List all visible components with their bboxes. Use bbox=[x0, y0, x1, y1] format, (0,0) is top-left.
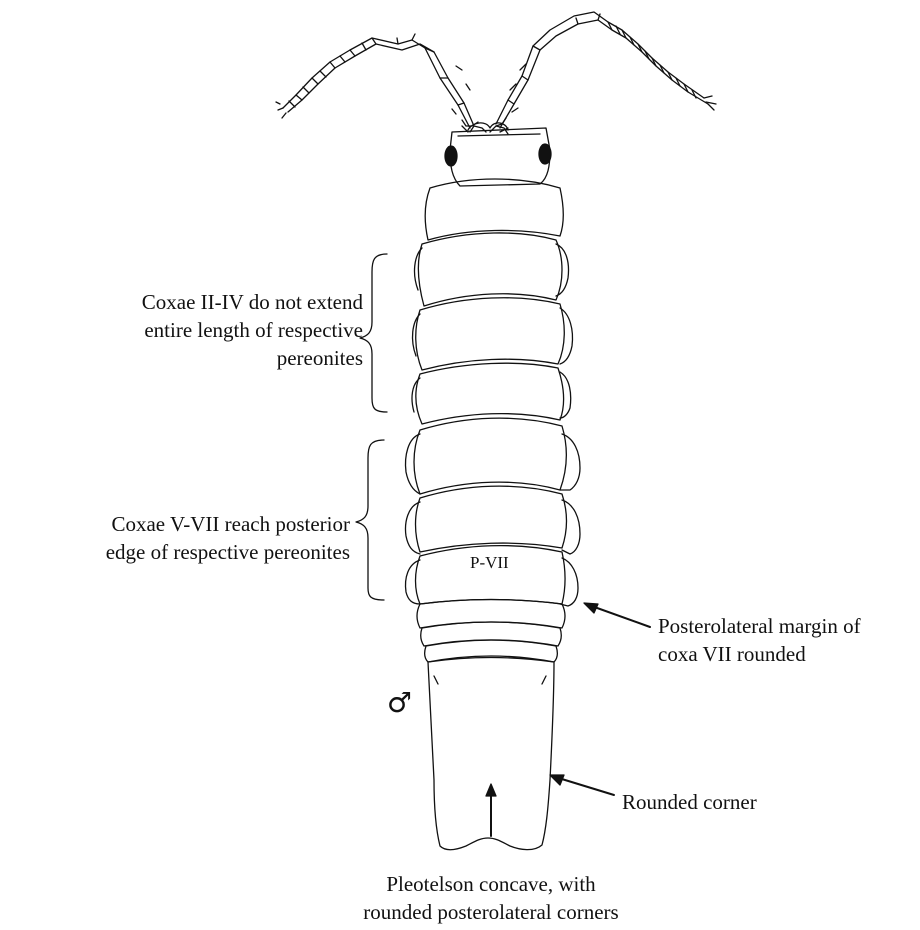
label-coxae-ii-iv-line-1: Coxae II-IV do not extend bbox=[18, 288, 363, 316]
pereonite-2 bbox=[415, 233, 569, 306]
pereonite-1 bbox=[425, 179, 563, 240]
pereonite-4 bbox=[412, 363, 571, 424]
bracket-coxae-ii-iv bbox=[360, 254, 387, 412]
label-coxa-vii-line-1: Posterolateral margin of bbox=[658, 612, 920, 640]
label-coxae-ii-iv-line-2: entire length of respective bbox=[18, 316, 363, 344]
segment-label-p-vii: P-VII bbox=[470, 553, 509, 573]
label-coxae-v-vii: Coxae V-VII reach posterior edge of resp… bbox=[10, 510, 350, 566]
pleonites bbox=[417, 600, 565, 663]
pereonite-6 bbox=[406, 486, 580, 554]
label-coxae-ii-iv: Coxae II-IV do not extend entire length … bbox=[18, 288, 363, 372]
label-pleotelson-line-2: rounded posterolateral corners bbox=[320, 898, 662, 926]
label-coxa-vii: Posterolateral margin of coxa VII rounde… bbox=[658, 612, 920, 668]
label-pleotelson: Pleotelson concave, with rounded postero… bbox=[320, 870, 662, 926]
label-coxae-v-vii-line-1: Coxae V-VII reach posterior bbox=[10, 510, 350, 538]
pereonite-3 bbox=[413, 298, 573, 370]
right-antenna bbox=[496, 12, 716, 132]
label-coxa-vii-line-2: coxa VII rounded bbox=[658, 640, 920, 668]
pereonite-5 bbox=[406, 418, 580, 494]
label-pleotelson-line-1: Pleotelson concave, with bbox=[320, 870, 662, 898]
arrow-rounded-corner bbox=[550, 775, 614, 795]
arrow-pleotelson bbox=[486, 784, 496, 836]
male-symbol: ♂ bbox=[387, 686, 412, 719]
bracket-coxae-v-vii bbox=[356, 440, 384, 600]
head bbox=[445, 128, 551, 186]
arrow-coxa-vii bbox=[584, 603, 650, 627]
label-coxae-v-vii-line-2: edge of respective pereonites bbox=[10, 538, 350, 566]
label-rounded-corner: Rounded corner bbox=[622, 788, 757, 816]
label-coxae-ii-iv-line-3: pereonites bbox=[18, 344, 363, 372]
left-antenna bbox=[276, 34, 478, 132]
